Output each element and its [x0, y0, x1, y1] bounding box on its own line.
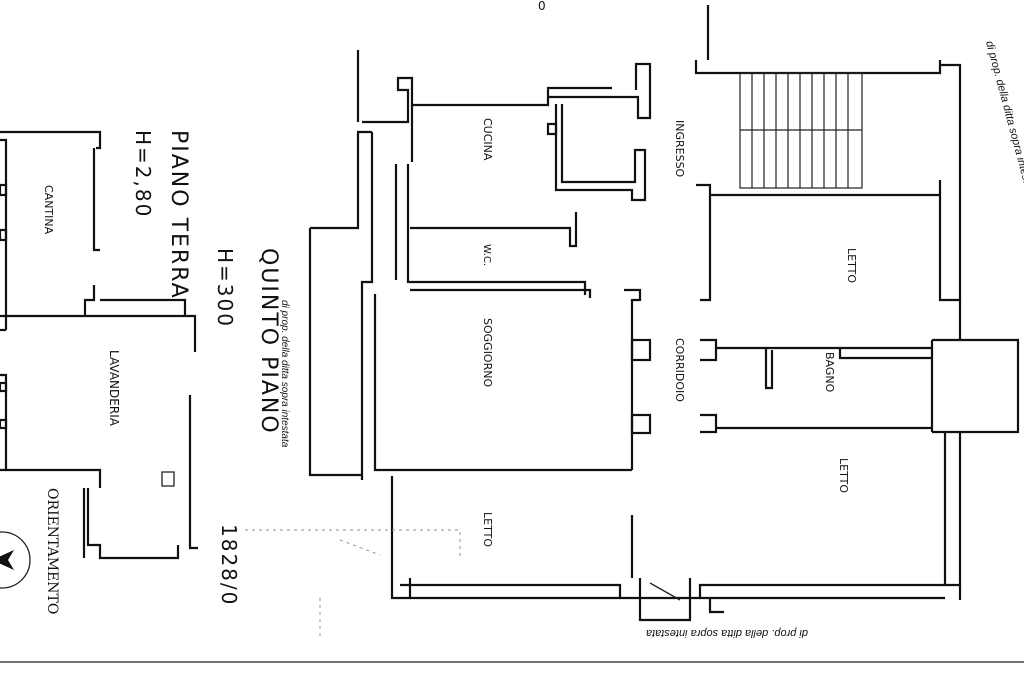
room-cantina-group: CANTINA: [42, 185, 55, 235]
room-wc-group: W.C.: [481, 244, 492, 266]
orientation-compass: [0, 531, 31, 589]
fifth-floor-ownership-note: di prop. della ditta sopra intestata: [279, 300, 290, 448]
fifth-floor-height: H=300: [213, 248, 237, 328]
ground-floor-height: H=2,80: [131, 130, 155, 218]
room-soggiorno-group: SOGGIORNO: [481, 318, 494, 387]
room-cucina-group: CUCINA: [481, 118, 494, 161]
page-number: 1828/0: [217, 524, 241, 606]
room-letto-right-group: LETTO: [837, 458, 850, 493]
room-label-corridoio: CORRIDOIO: [673, 338, 686, 402]
orientation-label: ORIENTAMENTO: [44, 488, 60, 614]
compass-arrow-icon: [0, 550, 14, 570]
room-bagno-group: BAGNO: [823, 352, 836, 393]
staircase: [739, 72, 863, 189]
room-label-lavanderia: LAVANDERIA: [107, 350, 121, 427]
ground-floor-title-group: PIANO TERRA: [166, 130, 191, 300]
room-letto-bottom-group: LETTO: [481, 512, 494, 547]
page-number-group: 1828/0: [217, 524, 241, 606]
room-ingresso-group: INGRESSO: [673, 120, 686, 178]
fifth-floor-note-group: di prop. della ditta sopra intestata: [279, 300, 290, 448]
room-label-cantina: CANTINA: [42, 185, 55, 235]
room-label-bagno: BAGNO: [823, 352, 836, 393]
ground-floor-title: PIANO TERRA: [166, 130, 191, 300]
property-note-top-right: di prop. della ditta sopra intestata: [983, 40, 1024, 200]
room-label-letto-right: LETTO: [837, 458, 850, 493]
room-corridoio-group: CORRIDOIO: [673, 338, 686, 402]
fifth-floor-height-group: H=300: [213, 248, 237, 328]
ground-floor-plan: [0, 130, 198, 560]
room-letto-top-group: LETTO: [845, 248, 858, 283]
compass-icon: [0, 531, 31, 589]
room-lavanderia-group: LAVANDERIA: [107, 350, 121, 427]
room-label-ingresso: INGRESSO: [673, 120, 686, 178]
orientation-label-group: ORIENTAMENTO: [44, 488, 60, 614]
fifth-floor-title-group: QUINTO PIANO: [256, 248, 281, 435]
room-label-letto-top: LETTO: [845, 248, 858, 283]
fifth-floor-title: QUINTO PIANO: [256, 248, 281, 435]
top-mark: 0: [538, 0, 546, 13]
room-label-wc: W.C.: [481, 244, 492, 266]
ground-floor-height-group: H=2,80: [131, 130, 155, 218]
property-note-bottom: di prop. della ditta sopra intestata: [646, 627, 808, 639]
note-top-right-group: di prop. della ditta sopra intestata: [983, 40, 1024, 200]
room-label-cucina: CUCINA: [481, 118, 494, 161]
fifth-floor-plan: [245, 5, 1020, 640]
room-label-letto-bottom: LETTO: [481, 512, 494, 547]
room-label-soggiorno: SOGGIORNO: [481, 318, 494, 387]
note-bottom-group: di prop. della ditta sopra intestata: [646, 627, 808, 639]
